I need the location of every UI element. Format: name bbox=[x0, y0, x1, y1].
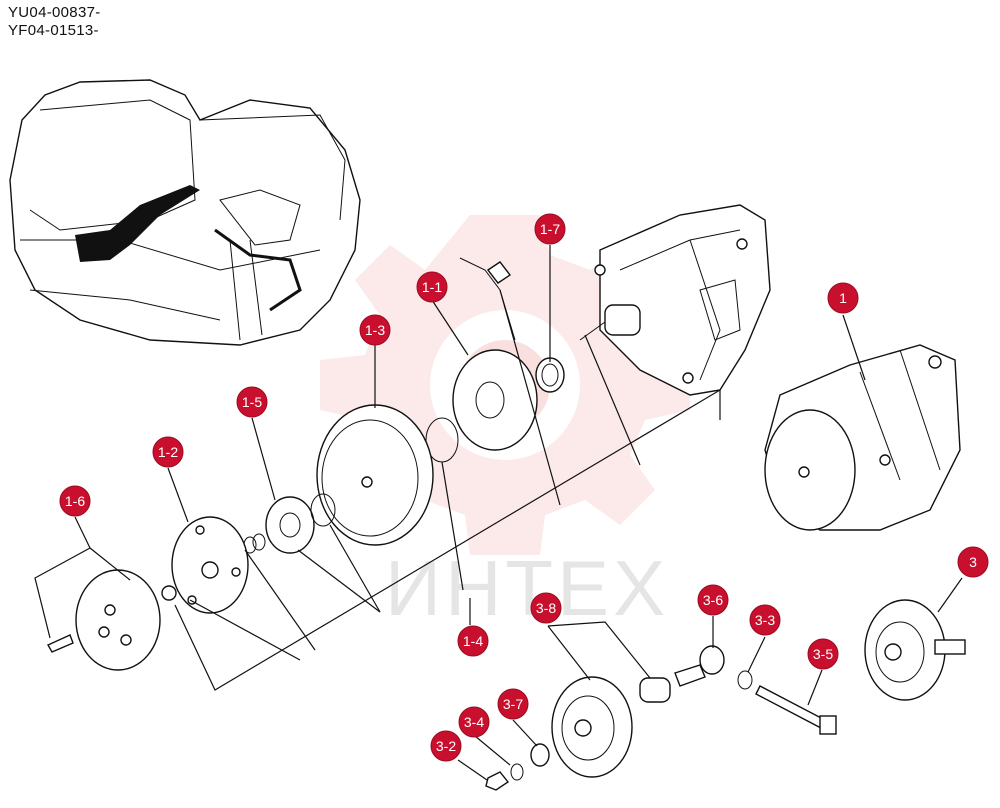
pulley-part bbox=[316, 404, 434, 546]
clutch-plate-part bbox=[171, 516, 249, 614]
callout-3-2[interactable]: 3-2 bbox=[430, 730, 462, 762]
callout-1-6[interactable]: 1-6 bbox=[59, 485, 91, 517]
collar-part bbox=[639, 677, 671, 703]
callout-label: 1-6 bbox=[65, 493, 85, 509]
washer-3-3 bbox=[737, 670, 753, 690]
callout-label: 3-2 bbox=[436, 738, 456, 754]
callout-label: 1-5 bbox=[242, 394, 262, 410]
callout-3-5[interactable]: 3-5 bbox=[807, 638, 839, 670]
callout-3-3[interactable]: 3-3 bbox=[749, 604, 781, 636]
field-coil-part bbox=[452, 257, 538, 451]
washer-3-7 bbox=[530, 743, 550, 767]
cover-part bbox=[75, 569, 161, 671]
callout-1[interactable]: 1 bbox=[827, 282, 859, 314]
spacer-part bbox=[265, 496, 315, 554]
callout-label: 3-4 bbox=[464, 714, 484, 730]
callout-label: 3-8 bbox=[536, 600, 556, 616]
callout-label: 3-6 bbox=[703, 592, 723, 608]
callout-1-1[interactable]: 1-1 bbox=[416, 271, 448, 303]
callout-1-2[interactable]: 1-2 bbox=[152, 436, 184, 468]
callout-label: 1-4 bbox=[463, 633, 483, 649]
callout-label: 3-3 bbox=[755, 612, 775, 628]
compressor-housing-exploded bbox=[579, 204, 771, 396]
seal-ring-part bbox=[535, 357, 565, 393]
callout-1-7[interactable]: 1-7 bbox=[534, 213, 566, 245]
long-bolt-3-5 bbox=[755, 685, 826, 729]
callout-1-4[interactable]: 1-4 bbox=[457, 625, 489, 657]
callout-label: 1-2 bbox=[158, 444, 178, 460]
watermark-text: ИНТЕХ bbox=[385, 544, 669, 632]
callout-1-5[interactable]: 1-5 bbox=[236, 386, 268, 418]
lock-washer-3-4 bbox=[510, 763, 524, 781]
nut-3-2 bbox=[485, 771, 510, 791]
serial-number-range-2: YF04-01513- bbox=[8, 22, 99, 39]
callout-label: 1-3 bbox=[365, 322, 385, 338]
excavator-cab-illustration bbox=[9, 79, 361, 346]
idler-pulley-part bbox=[551, 676, 633, 778]
callout-label: 1-1 bbox=[422, 279, 442, 295]
callout-label: 3-7 bbox=[503, 696, 523, 712]
compressor-assembly bbox=[764, 344, 961, 531]
callout-label: 3 bbox=[969, 554, 977, 570]
callout-3-8[interactable]: 3-8 bbox=[530, 592, 562, 624]
callout-3-6[interactable]: 3-6 bbox=[697, 584, 729, 616]
nut-part bbox=[161, 585, 177, 601]
shaft-part bbox=[674, 664, 706, 687]
callout-1-3[interactable]: 1-3 bbox=[359, 314, 391, 346]
callout-label: 1-7 bbox=[540, 221, 560, 237]
bolt-part bbox=[47, 634, 74, 653]
serial-number-range-1: YU04-00837- bbox=[8, 4, 101, 21]
callout-3-4[interactable]: 3-4 bbox=[458, 706, 490, 738]
callout-3[interactable]: 3 bbox=[957, 546, 989, 578]
callout-label: 3-5 bbox=[813, 646, 833, 662]
idler-pulley-assembly bbox=[864, 599, 966, 701]
callout-3-7[interactable]: 3-7 bbox=[497, 688, 529, 720]
leader-lines bbox=[34, 245, 963, 781]
callout-label: 1 bbox=[839, 290, 847, 306]
